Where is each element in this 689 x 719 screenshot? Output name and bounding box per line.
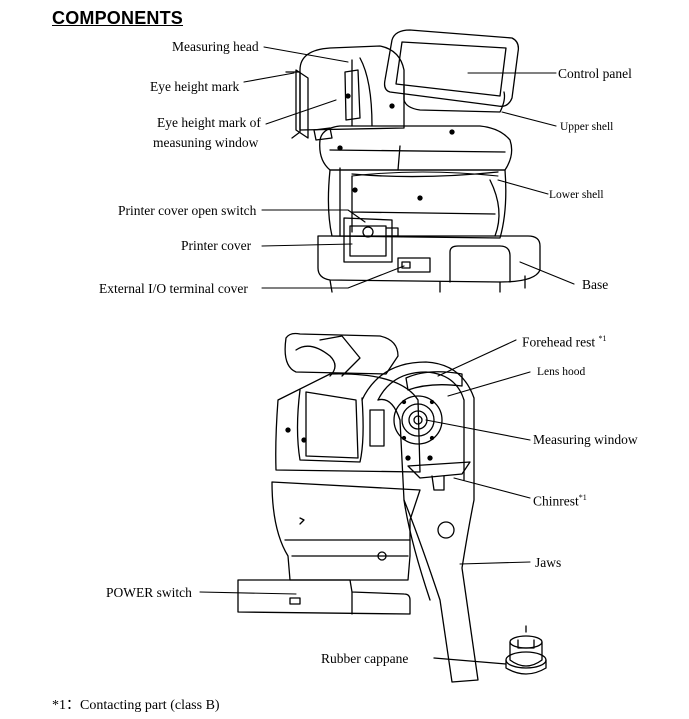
label-measuring-window: Measuring window [533, 432, 638, 447]
label-chinrest-mark: *1 [578, 493, 587, 502]
label-chinrest: Chinrest*1 [533, 489, 587, 511]
label-power-switch: POWER switch [106, 585, 192, 600]
label-eye-height-mark: Eye height mark [150, 79, 240, 94]
page-title: COMPONENTS [52, 8, 184, 28]
rubber-cap-illustration [433, 625, 547, 675]
label-eye-height-mark-window-line1: Eye height mark of [157, 115, 261, 130]
label-eye-height-mark-window-line2: measuning window [153, 135, 259, 150]
label-printer-cover: Printer cover [181, 238, 252, 253]
label-chinrest-text: Chinrest [533, 493, 579, 509]
label-forehead-rest-text: Forehead rest [522, 334, 596, 350]
leader-lines-fig1 [243, 46, 575, 289]
label-forehead-rest-mark: *1 [598, 334, 607, 343]
label-jaws: Jaws [535, 555, 562, 570]
label-lens-hood: Lens hood [537, 366, 586, 378]
label-printer-cover-open-switch: Printer cover open switch [118, 203, 257, 218]
label-measuring-head: Measuring head [172, 39, 259, 54]
label-rubber-cappane: Rubber cappane [321, 651, 409, 666]
device-side-view [285, 29, 541, 293]
label-control-panel: Control panel [558, 66, 632, 81]
label-external-io-cover: External I/O terminal cover [99, 281, 248, 296]
label-base: Base [582, 277, 609, 292]
label-lower-shell: Lower shell [549, 189, 604, 201]
footnote: *1：Contacting part (class B) [52, 698, 220, 713]
label-upper-shell: Upper shell [560, 121, 614, 133]
label-forehead-rest: Forehead rest *1 [522, 330, 606, 352]
device-front-view [237, 332, 479, 683]
leader-lines-fig2 [199, 339, 531, 595]
